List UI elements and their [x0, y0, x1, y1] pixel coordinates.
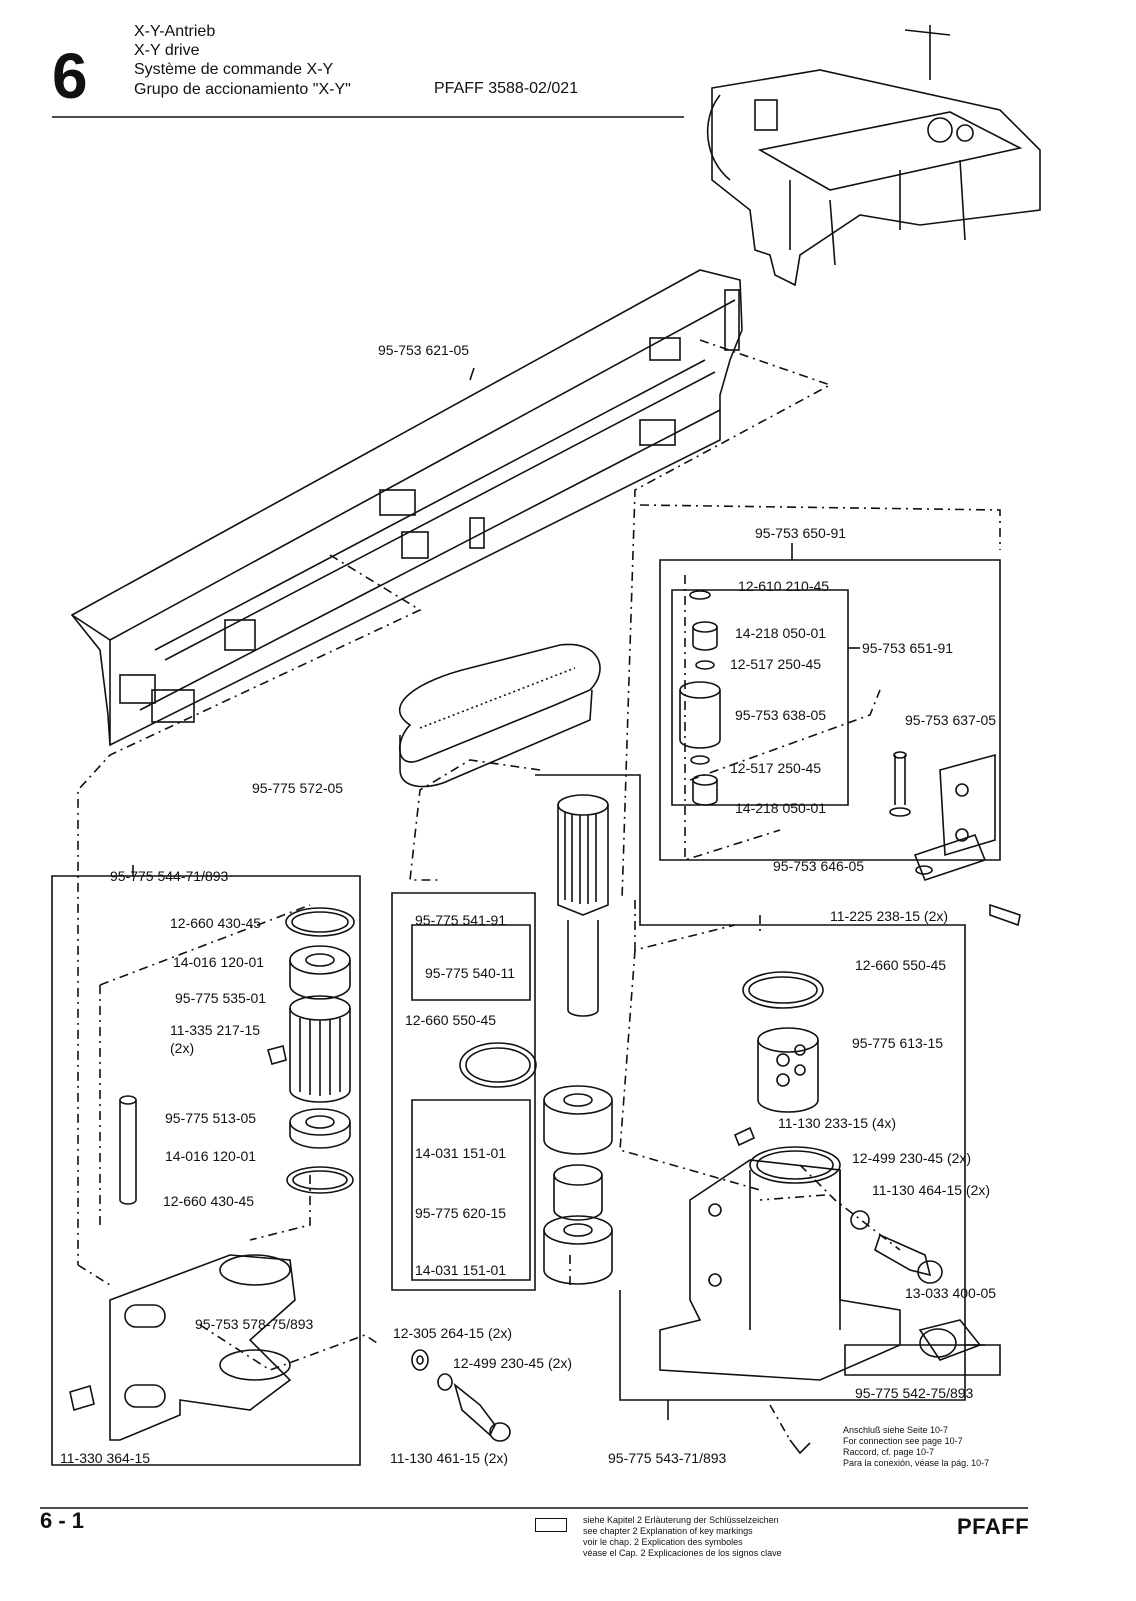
rail-beam	[70, 269, 743, 747]
key-note-en: see chapter 2 Explanation of key marking…	[583, 1526, 753, 1536]
part-label: (2x)	[170, 1040, 195, 1056]
part-label: 95-775 543-71/893	[608, 1450, 727, 1466]
part-label: 12-610 210-45	[738, 578, 830, 594]
part-label: 14-031 151-01	[415, 1145, 507, 1161]
part-label: 95-753 621-05	[378, 342, 470, 358]
key-note-es: véase el Cap. 2 Explicaciones de los sig…	[583, 1548, 782, 1558]
key-marking-box	[535, 1518, 567, 1532]
machine-overview-image	[706, 25, 1041, 287]
key-note-de: siehe Kapitel 2 Erläuterung der Schlüsse…	[583, 1515, 779, 1525]
part-label: 14-218 050-01	[735, 625, 827, 641]
part-label: 12-517 250-45	[730, 760, 822, 776]
part-label: 14-016 120-01	[165, 1148, 257, 1164]
part-label: 95-775 540-11	[425, 965, 516, 981]
connection-note-fr: Raccord, cf. page 10-7	[843, 1447, 935, 1457]
part-label: 95-753 578-75/893	[195, 1316, 314, 1332]
part-label: 95-775 620-15	[415, 1205, 507, 1221]
part-label: 95-753 646-05	[773, 858, 865, 874]
centre-group-parts	[411, 794, 613, 1442]
key-note-fr: voir le chap. 2 Explication des symboles	[583, 1537, 743, 1547]
title-es: Grupo de accionamiento "X-Y"	[134, 81, 351, 98]
part-label: 11-130 461-15 (2x)	[390, 1450, 509, 1466]
connection-arrow	[789, 1439, 811, 1455]
part-label: 95-775 542-75/893	[855, 1385, 974, 1401]
part-label: 11-225 238-15 (2x)	[830, 908, 949, 924]
page-number: 6 - 1	[40, 1508, 85, 1533]
part-label: 12-660 430-45	[163, 1193, 255, 1209]
part-label: 12-305 264-15 (2x)	[393, 1325, 513, 1341]
part-label: 95-775 613-15	[852, 1035, 944, 1051]
left-group-parts	[69, 907, 355, 1441]
title-fr: Système de commande X-Y	[134, 61, 334, 78]
part-label: 95-775 513-05	[165, 1110, 257, 1126]
part-label: 13-033 400-05	[905, 1285, 997, 1301]
part-label: 11-130 233-15 (4x)	[778, 1115, 897, 1131]
part-label: 95-753 650-91	[755, 525, 847, 541]
connection-note-es: Para la conexión, véase la pág. 10-7	[843, 1458, 990, 1468]
right-group-parts	[659, 590, 1021, 1381]
part-label: 14-031 151-01	[415, 1262, 507, 1278]
bracket-lines	[51, 543, 1001, 1466]
part-label: 14-218 050-01	[735, 800, 827, 816]
dash-leaders	[77, 339, 1001, 1441]
part-label: 12-660 430-45	[170, 915, 262, 931]
part-label: 14-016 120-01	[173, 954, 265, 970]
part-label: 95-753 638-05	[735, 707, 827, 723]
part-label: 11-335 217-15	[170, 1022, 261, 1038]
connection-note-en: For connection see page 10-7	[843, 1436, 963, 1446]
part-label: 12-517 250-45	[730, 656, 822, 672]
model-number: PFAFF 3588-02/021	[434, 80, 579, 97]
part-label: 12-499 230-45 (2x)	[852, 1150, 972, 1166]
toothed-belt	[398, 643, 601, 788]
part-label: 95-775 544-71/893	[110, 868, 229, 884]
part-label: 11-330 364-15	[60, 1450, 151, 1466]
part-label: 95-775 541-91	[415, 912, 507, 928]
part-label: 95-753 637-05	[905, 712, 997, 728]
brand-logo: PFAFF	[957, 1514, 1030, 1539]
part-label: 95-753 651-91	[862, 640, 954, 656]
part-label: 12-660 550-45	[855, 957, 947, 973]
part-label: 12-660 550-45	[405, 1012, 497, 1028]
title-en: X-Y drive	[134, 42, 200, 59]
part-label: 95-775 535-01	[175, 990, 267, 1006]
part-label: 11-130 464-15 (2x)	[872, 1182, 991, 1198]
connection-note-de: Anschluß siehe Seite 10-7	[843, 1425, 949, 1435]
chapter-number: 6	[52, 40, 88, 112]
title-de: X-Y-Antrieb	[134, 23, 216, 40]
part-label: 12-499 230-45 (2x)	[453, 1355, 573, 1371]
part-label: 95-775 572-05	[252, 780, 344, 796]
